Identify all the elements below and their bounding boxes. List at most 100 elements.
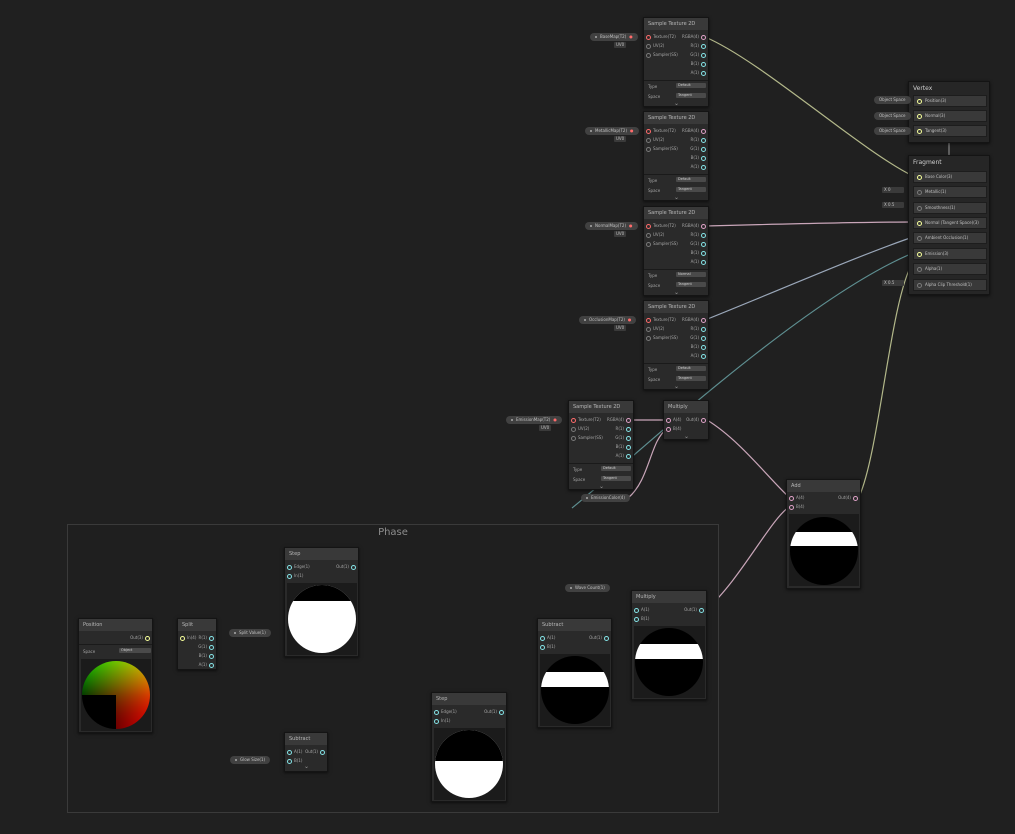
output-rgba[interactable]: RGBA(4) — [607, 417, 633, 423]
output-g[interactable]: G(1) — [690, 241, 708, 247]
collapse-chevron-icon[interactable]: ⌄ — [304, 763, 310, 770]
input-texture[interactable]: Texture(T2) — [569, 417, 601, 423]
output-r[interactable]: R(1) — [691, 43, 708, 49]
uv-channel-2[interactable]: UV0 — [614, 136, 627, 142]
vertex-block-position[interactable]: Position(3) — [913, 95, 987, 107]
output-a[interactable]: A(1) — [616, 453, 633, 459]
fragment-block-basecolor[interactable]: Base Color(3) — [913, 171, 987, 183]
subtract-node-1[interactable]: Subtract A(1) B(1) Out(1) — [537, 618, 612, 728]
output-out[interactable]: Out(1) — [336, 564, 358, 570]
output-g[interactable]: G(1) — [690, 146, 708, 152]
uv-channel-1[interactable]: UV0 — [614, 42, 627, 48]
property-metallicmap[interactable]: MetallicMap(T2)● — [585, 127, 639, 135]
input-uv[interactable]: UV(2) — [569, 426, 589, 432]
output-out[interactable]: Out(4) — [686, 417, 708, 423]
input-edge[interactable]: Edge(1) — [432, 709, 457, 715]
phase-group[interactable]: Phase — [67, 524, 719, 813]
output-out[interactable]: Out(1) — [589, 635, 611, 641]
output-g[interactable]: G(1) — [690, 52, 708, 58]
output-out[interactable]: Out(4) — [838, 495, 860, 501]
output-a[interactable]: A(1) — [199, 662, 216, 668]
input-in[interactable]: In(1) — [285, 573, 303, 579]
input-uv[interactable]: UV(2) — [644, 326, 664, 332]
input-a[interactable]: A(1) — [285, 749, 302, 755]
sample-texture-node-1[interactable]: Sample Texture 2D Texture(T2) UV(2) Samp… — [643, 17, 709, 107]
property-emissionmap[interactable]: EmissionMap(T2)● — [506, 416, 562, 424]
output-a[interactable]: A(1) — [691, 70, 708, 76]
input-texture[interactable]: Texture(T2) — [644, 317, 676, 323]
input-b[interactable]: B(4) — [664, 426, 681, 432]
output-rgba[interactable]: RGBA(4) — [682, 317, 708, 323]
vertex-block-tangent[interactable]: Tangent(3) — [913, 125, 987, 137]
output-out[interactable]: Out(1) — [684, 607, 706, 613]
input-a[interactable]: A(4) — [787, 495, 804, 501]
output-g[interactable]: G(1) — [615, 435, 633, 441]
subtract-node-2[interactable]: Subtract A(1) B(1) Out(1) ⌄ — [284, 732, 328, 772]
output-g[interactable]: G(1) — [198, 644, 216, 650]
input-a[interactable]: A(1) — [538, 635, 555, 641]
space-dropdown[interactable]: Object — [119, 648, 151, 653]
input-sampler[interactable]: Sampler(SS) — [644, 241, 678, 247]
smoothness-value-field[interactable]: X 0.5 — [882, 202, 904, 208]
input-uv[interactable]: UV(2) — [644, 43, 664, 49]
property-wavecount[interactable]: Wave Count(1) — [565, 584, 610, 592]
vertex-context[interactable]: Vertex Position(3) Normal(3) Tangent(3) — [908, 81, 990, 143]
output-rgba[interactable]: RGBA(4) — [682, 223, 708, 229]
type-dropdown[interactable]: Default — [676, 177, 706, 182]
space-dropdown[interactable]: Tangent — [676, 282, 706, 287]
collapse-chevron-icon[interactable]: ⌄ — [599, 483, 605, 490]
input-uv[interactable]: UV(2) — [644, 137, 664, 143]
output-g[interactable]: G(1) — [690, 335, 708, 341]
sample-texture-node-3[interactable]: Sample Texture 2D Texture(T2) UV(2) Samp… — [643, 206, 709, 296]
output-b[interactable]: B(1) — [691, 61, 708, 67]
property-normalmap[interactable]: NormalMap(T2)● — [585, 222, 638, 230]
output-r[interactable]: R(1) — [691, 137, 708, 143]
collapse-chevron-icon[interactable]: ⌄ — [674, 289, 680, 296]
fragment-block-metallic[interactable]: Metallic(1) — [913, 186, 987, 198]
fragment-block-smoothness[interactable]: Smoothness(1) — [913, 202, 987, 214]
input-in[interactable]: In(1) — [432, 718, 450, 724]
input-b[interactable]: B(1) — [632, 616, 649, 622]
add-node[interactable]: Add A(4) B(4) Out(4) — [786, 479, 861, 589]
output-b[interactable]: B(1) — [691, 155, 708, 161]
space-dropdown[interactable]: Tangent — [676, 376, 706, 381]
output-out[interactable]: Out(1) — [305, 749, 327, 755]
uv-channel-3[interactable]: UV0 — [614, 231, 627, 237]
input-a[interactable]: A(1) — [632, 607, 649, 613]
output-b[interactable]: B(1) — [616, 444, 633, 450]
input-b[interactable]: B(4) — [787, 504, 804, 510]
input-b[interactable]: B(1) — [285, 758, 302, 764]
property-glowsize[interactable]: Glow Size(1) — [230, 756, 271, 764]
collapse-chevron-icon[interactable]: ⌄ — [684, 433, 690, 440]
input-sampler[interactable]: Sampler(SS) — [569, 435, 603, 441]
output-a[interactable]: A(1) — [691, 164, 708, 170]
type-dropdown[interactable]: Default — [601, 466, 631, 471]
vertex-space-position[interactable]: Object Space — [874, 96, 911, 104]
uv-channel-4[interactable]: UV0 — [614, 325, 627, 331]
output-r[interactable]: R(1) — [199, 635, 216, 641]
vertex-block-normal[interactable]: Normal(3) — [913, 110, 987, 122]
space-dropdown[interactable]: Tangent — [676, 187, 706, 192]
fragment-block-normal[interactable]: Normal (Tangent Space)(3) — [913, 217, 987, 229]
input-uv[interactable]: UV(2) — [644, 232, 664, 238]
multiply-node-top[interactable]: Multiply A(4) B(4) Out(4) ⌄ — [663, 400, 709, 440]
sample-texture-node-2[interactable]: Sample Texture 2D Texture(T2) UV(2) Samp… — [643, 111, 709, 201]
metallic-value-field[interactable]: X 0 — [882, 187, 904, 193]
output-a[interactable]: A(1) — [691, 259, 708, 265]
step-node-2[interactable]: Step Edge(1) In(1) Out(1) — [431, 692, 507, 802]
collapse-chevron-icon[interactable]: ⌄ — [674, 100, 680, 107]
fragment-block-alpha-clip[interactable]: Alpha Clip Threshold(1) — [913, 279, 987, 291]
sample-texture-node-5[interactable]: Sample Texture 2D Texture(T2) UV(2) Samp… — [568, 400, 634, 490]
vertex-space-tangent[interactable]: Object Space — [874, 127, 911, 135]
output-out[interactable]: Out(3) — [130, 635, 152, 641]
input-texture[interactable]: Texture(T2) — [644, 128, 676, 134]
input-a[interactable]: A(4) — [664, 417, 681, 423]
position-node[interactable]: Position Out(3) Space Object — [78, 618, 153, 733]
output-b[interactable]: B(1) — [691, 344, 708, 350]
input-sampler[interactable]: Sampler(SS) — [644, 335, 678, 341]
uv-channel-5[interactable]: UV0 — [539, 425, 552, 431]
output-r[interactable]: R(1) — [616, 426, 633, 432]
fragment-context[interactable]: Fragment Base Color(3) Metallic(1) Smoot… — [908, 155, 990, 295]
output-r[interactable]: R(1) — [691, 326, 708, 332]
